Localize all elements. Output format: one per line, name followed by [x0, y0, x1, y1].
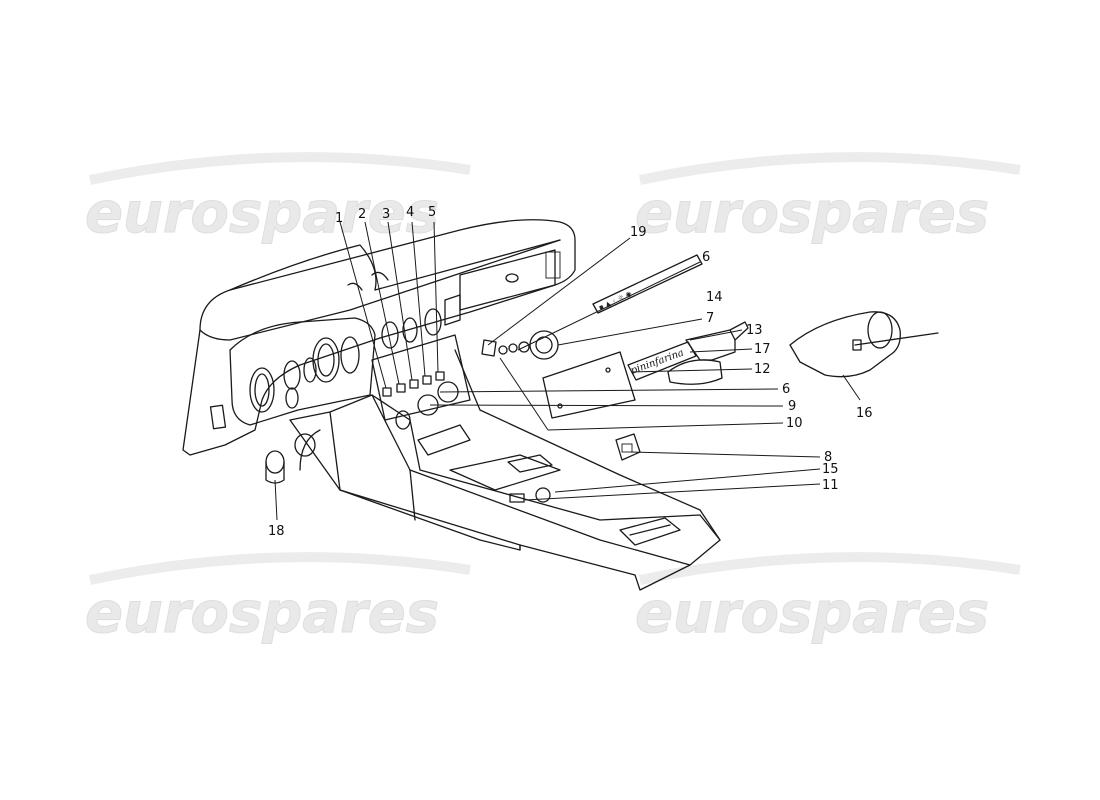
part-18-grommet	[265, 450, 285, 484]
dashboard-drawing	[182, 219, 576, 456]
callout-18: 18	[268, 524, 285, 539]
watermark-group: eurospares eurospares eurospares eurospa…	[85, 152, 1021, 647]
callout-6-top: 6	[702, 250, 710, 265]
callout-6-bottom: 6	[782, 382, 790, 397]
watermark-bottom-left: eurospares	[85, 581, 439, 646]
callout-13: 13	[746, 323, 763, 338]
callout-3: 3	[382, 207, 390, 222]
callout-1: 1	[335, 211, 343, 226]
callout-10: 10	[786, 416, 803, 431]
callout-11: 11	[822, 478, 839, 493]
callout-9: 9	[788, 399, 796, 414]
center-console-drawing	[289, 349, 721, 591]
callout-labels: 1 2 3 4 5 19 6 14 7 13 17 12 6 9 10 8 15…	[268, 205, 873, 539]
callout-16: 16	[856, 406, 873, 421]
part-19-switch	[481, 339, 518, 357]
part-16-shift-knob	[789, 311, 939, 378]
callout-12: 12	[754, 362, 771, 377]
callout-4: 4	[406, 205, 414, 220]
callout-7: 7	[706, 311, 714, 326]
callout-19: 19	[630, 225, 647, 240]
leader-lines	[274, 221, 861, 521]
callout-17: 17	[754, 342, 771, 357]
callout-14: 14	[706, 290, 723, 305]
part-17-badge: pininfarina	[627, 341, 697, 381]
watermark-bottom-right: eurospares	[635, 581, 989, 646]
part-12-plate	[542, 351, 636, 419]
part-14-label-strip: ▪ ▲ ◦ ☼ ◉	[592, 254, 703, 314]
badge-text: pininfarina	[629, 347, 685, 376]
part-switch-block	[615, 433, 641, 461]
watermark-top-right: eurospares	[635, 181, 989, 246]
callout-15: 15	[822, 462, 839, 477]
callout-5: 5	[428, 205, 436, 220]
part-7-knob	[518, 330, 559, 360]
callout-2: 2	[358, 207, 366, 222]
watermark-top-left: eurospares	[85, 181, 439, 246]
callout-8: 8	[824, 450, 832, 465]
